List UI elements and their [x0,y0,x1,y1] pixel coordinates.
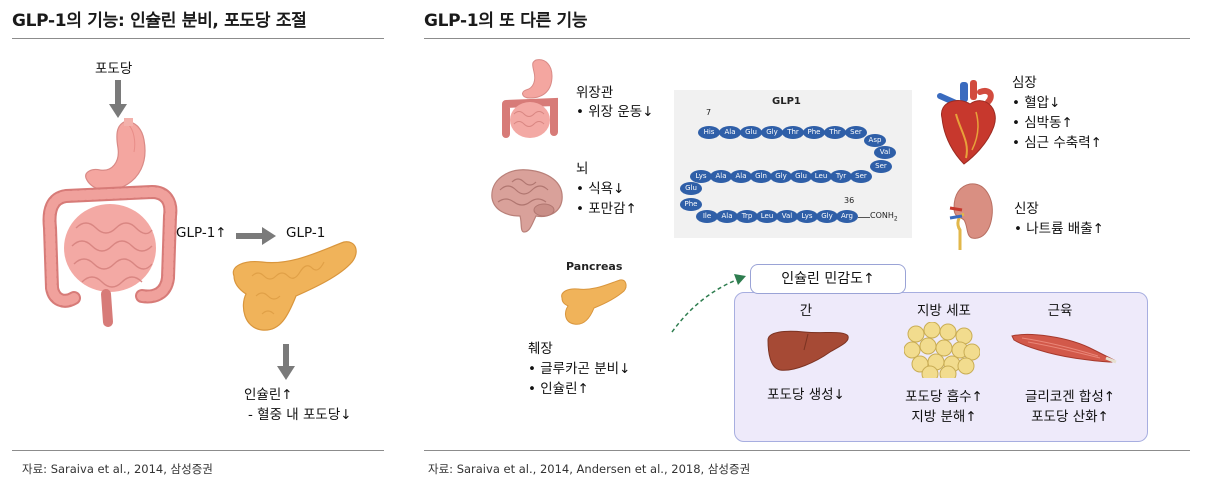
right-title-rule [424,38,1190,39]
glp1-residue: Trp [736,210,758,223]
glp1-residue: Tyr [830,170,852,183]
heart-illustration [937,80,996,165]
insulin-down-arrow [277,344,295,380]
left-title-rule [12,38,384,39]
fat-cells-illustration [904,322,980,378]
glp1-residue: Gly [770,170,792,183]
kidney-illustration [949,183,993,250]
pancreas-item-insulin: • 인슐린↑ [528,381,589,397]
glp1-end-bond [858,217,870,218]
glp1-right-arrow [236,227,276,245]
glp1-residue: Gly [816,210,838,223]
muscle-title: 근육 [1047,303,1073,319]
gi-item: • 위장 운동↓ [576,104,654,120]
fat-title: 지방 세포 [917,303,971,319]
right-title: GLP-1의 또 다른 기능 [424,11,588,31]
fat-cell [921,365,939,378]
glucose-label: 포도당 [95,61,133,77]
fat-cell [923,322,941,339]
glp1-residue: Ala [710,170,732,183]
glp1-residue: Thr [782,126,804,139]
glp1-residue: Val [874,146,896,159]
brain-title: 뇌 [576,161,589,177]
brain-item-satiety: • 포만감↑ [576,201,637,217]
fat-item-lipolysis: 지방 분해↑ [911,409,977,425]
glp1-start-number: 7 [706,108,712,117]
glp1-residue: Leu [810,170,832,183]
brain-item-appetite: • 식욕↓ [576,181,625,197]
heart-item-rate: • 심박동↑ [1012,115,1073,131]
glp1-up-label: GLP-1↑ [176,225,227,241]
glp1-residue: Val [776,210,798,223]
glp1-residue: Leu [756,210,778,223]
fat-cell [907,325,925,343]
muscle-item-oxidation: 포도당 산화↑ [1031,409,1109,425]
glp1-residue: Arg [836,210,858,223]
glp1-end-group: CONH2 [870,211,898,223]
glp1-residue: Ser [845,126,867,139]
heart-item-bp: • 혈압↓ [1012,95,1061,111]
gi-title: 위장관 [576,85,614,101]
liver-title: 간 [799,303,813,319]
glp1-residue: Lys [796,210,818,223]
glp1-residue: Ser [850,170,872,183]
insulin-sensitivity-arrow [671,274,746,333]
fat-cell [939,365,957,378]
glp1-residue: Gly [761,126,783,139]
heart-title: 심장 [1012,75,1037,91]
fat-cell [939,323,957,341]
glp1-residue: Ala [719,126,741,139]
glp1-residue: Glu [680,182,702,195]
glp1-residue: Asp [864,134,886,147]
right-source: 자료: Saraiva et al., 2014, Andersen et al… [428,462,751,476]
left-source: 자료: Saraiva et al., 2014, 삼성증권 [22,462,213,476]
muscle-illustration [1011,334,1117,364]
glp1-residue: Ala [716,210,738,223]
fat-cell [904,341,921,359]
pancreas-en-label: Pancreas [566,260,623,273]
digestive-system-illustration [42,118,178,327]
glp1-residue: His [698,126,720,139]
insulin-sensitivity-label: 인슐린 민감도↑ [750,264,906,294]
glp1-residue: Phe [680,198,702,211]
glp1-end-group-subscript: 2 [893,215,898,223]
glp1-residue: Gln [750,170,772,183]
blood-glucose-label: - 혈중 내 포도당↓ [248,407,352,423]
kidney-item-sodium: • 나트륨 배출↑ [1014,221,1104,237]
kidney-title: 신장 [1014,201,1039,217]
glp1-residue: Ser [870,160,892,173]
glp1-residue: Ala [730,170,752,183]
heart-item-contractility: • 심근 수축력↑ [1012,135,1102,151]
glp1-residue: Thr [824,126,846,139]
fat-cell [957,357,975,375]
glp1-end-group-text: CONH [870,211,894,220]
pancreas-small-illustration [561,279,627,325]
fat-cell [919,337,937,355]
glp1-residue: Glu [790,170,812,183]
gi-tract-illustration [502,59,558,138]
glp1-residue: Lys [690,170,712,183]
glp1-residue: Glu [740,126,762,139]
glucose-down-arrow [109,80,127,118]
left-source-rule [12,450,384,451]
liver-item: 포도당 생성↓ [767,387,845,403]
left-title: GLP-1의 기능: 인슐린 분비, 포도당 조절 [12,11,307,31]
brain-illustration [491,169,563,233]
glp1-end-number: 36 [844,196,855,205]
glp1-residue: Phe [803,126,825,139]
fat-item-uptake: 포도당 흡수↑ [905,389,983,405]
fat-cell [955,327,973,345]
fat-cell [935,339,953,357]
muscle-item-glycogen: 글리코겐 합성↑ [1024,389,1116,405]
glp1-label: GLP-1 [286,225,326,241]
glp1-diagram-title: GLP1 [772,96,801,107]
pancreas-illustration [232,241,357,331]
liver-illustration [767,330,849,371]
right-source-rule [424,450,1190,451]
insulin-label: 인슐린↑ [244,387,293,403]
pancreas-item-glucagon: • 글루카곤 분비↓ [528,361,631,377]
glp1-residue: Ile [696,210,718,223]
pancreas-title: 췌장 [528,341,553,357]
